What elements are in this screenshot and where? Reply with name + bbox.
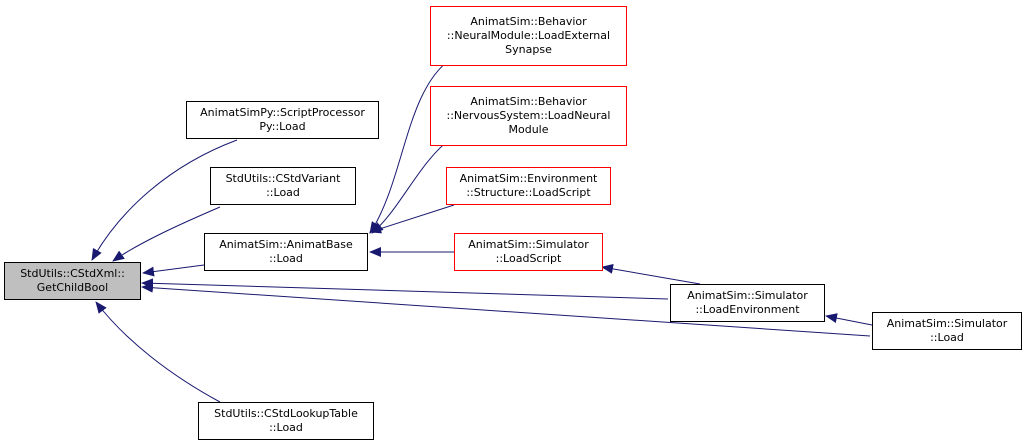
edge-cstdvariant-to-getchildbool (112, 206, 221, 262)
node-cstdlookuptable-load[interactable]: StdUtils::CStdLookupTable::Load (198, 402, 374, 440)
node-simulator-loadenvironment[interactable]: AnimatSim::Simulator::LoadEnvironment (670, 284, 825, 322)
edge-simulatorload-to-loadenvironment (825, 313, 873, 326)
edge-loadenvironment-to-getchildbool (141, 278, 669, 300)
node-loadexternalsynapse[interactable]: AnimatSim::Behavior::NeuralModule::LoadE… (430, 6, 627, 66)
node-label-line: ::Load (269, 252, 303, 265)
node-label-line: Py::Load (259, 120, 306, 133)
edge-animatbase-to-getchildbool (142, 264, 205, 277)
node-label-line: GetChildBool (36, 281, 109, 294)
node-label-line: ::Load (269, 421, 303, 434)
node-label-line: ::Load (266, 186, 300, 199)
node-animatbase-load[interactable]: AnimatSim::AnimatBase::Load (204, 233, 368, 271)
node-label-line: AnimatSim::Behavior (470, 95, 587, 108)
node-label-line: Module (508, 123, 549, 136)
edge-scriptprocessor-to-getchildbool (91, 139, 238, 261)
edge-simulatorload-to-getchildbool (141, 282, 871, 337)
node-label-line: StdUtils::CStdXml:: (20, 267, 125, 280)
node-label-line: AnimatSim::Behavior (470, 15, 587, 28)
node-label-line: AnimatSim::Simulator (468, 238, 589, 251)
node-label-line: AnimatSim::Simulator (687, 289, 808, 302)
node-label-line: ::Structure::LoadScript (466, 186, 591, 199)
node-simulator-load[interactable]: AnimatSim::Simulator::Load (872, 312, 1022, 350)
node-label-line: StdUtils::CStdLookupTable (214, 407, 358, 420)
node-label-line: AnimatSim::AnimatBase (219, 238, 353, 251)
node-simulator-loadscript[interactable]: AnimatSim::Simulator::LoadScript (454, 233, 603, 271)
node-label-line: ::LoadEnvironment (695, 303, 800, 316)
node-label-line: AnimatSim::Simulator (886, 317, 1008, 330)
node-label-line: AnimatSimPy::ScriptProcessor (200, 106, 365, 119)
edge-externalsynapse-to-animatbase (369, 57, 453, 234)
node-label-line: StdUtils::CStdVariant (225, 172, 341, 185)
node-label-line: AnimatSim::Environment (459, 172, 598, 185)
node-label-line: ::NervousSystem::LoadNeural (446, 109, 611, 122)
node-label-line: ::Load (930, 331, 964, 344)
node-loadneuralmodule[interactable]: AnimatSim::Behavior::NervousSystem::Load… (430, 86, 627, 146)
node-structure-loadscript[interactable]: AnimatSim::Environment::Structure::LoadS… (446, 167, 611, 205)
node-getchildbool: StdUtils::CStdXml::GetChildBool (4, 262, 141, 300)
node-cstdvariant-load[interactable]: StdUtils::CStdVariant::Load (210, 167, 356, 205)
node-label-line: ::NeuralModule::LoadExternal (446, 29, 611, 42)
edge-structureloadscript-to-animatbase (369, 204, 455, 234)
edge-loadenvironment-to-simloadscript (601, 263, 701, 285)
node-label-line: Synapse (505, 43, 552, 56)
node-label-line: ::LoadScript (495, 252, 562, 265)
edge-lookuptable-to-getchildbool (95, 301, 221, 403)
